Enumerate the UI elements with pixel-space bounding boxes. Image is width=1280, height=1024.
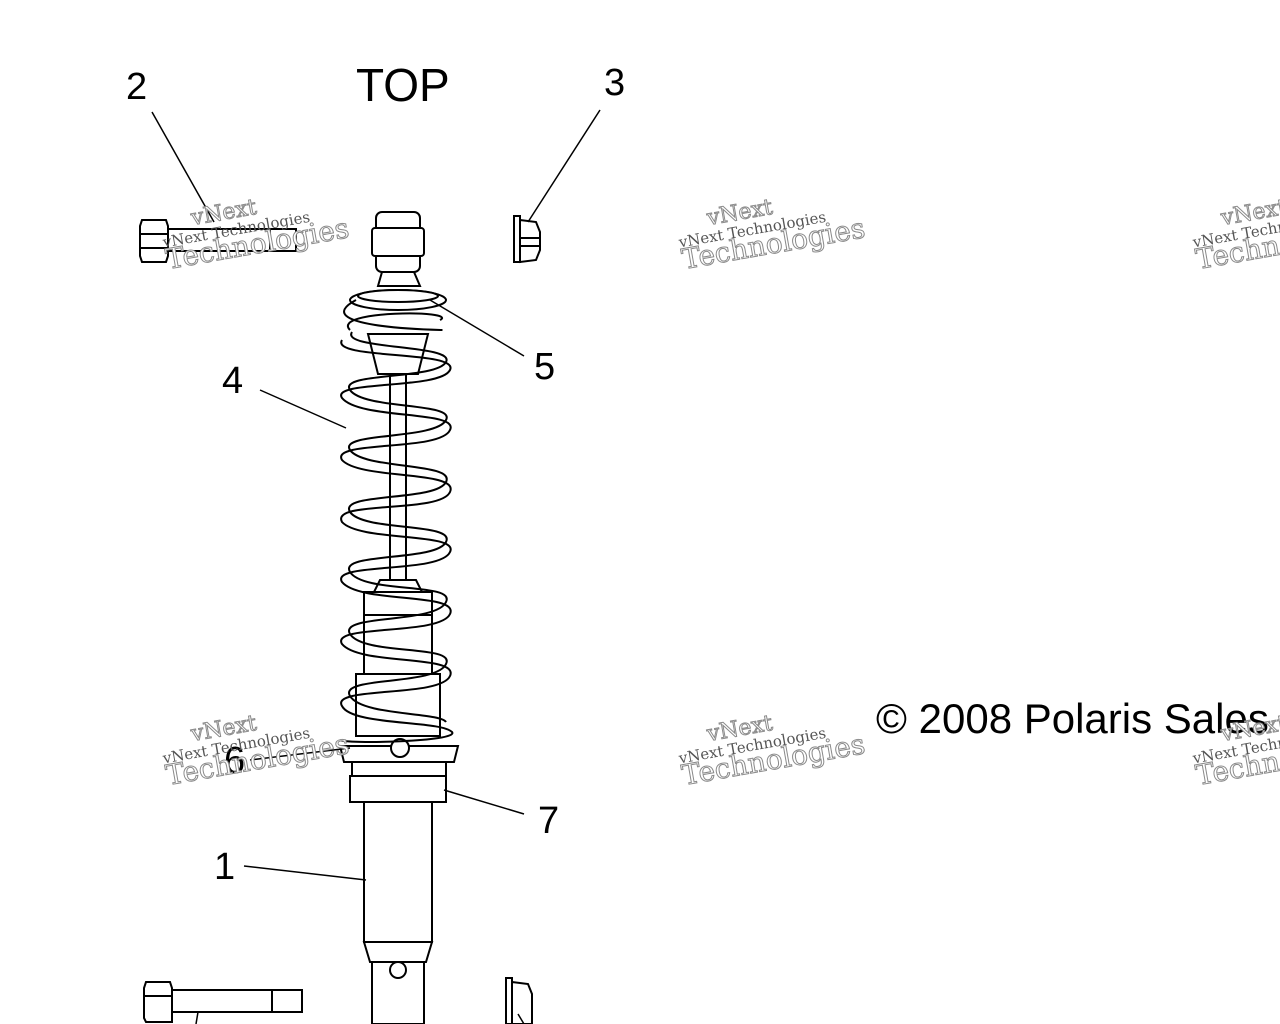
lower-tube (362, 801, 434, 1024)
leader-line-7 (443, 789, 525, 815)
leader-lines (151, 109, 601, 1024)
bottom-nut (505, 977, 533, 1024)
callout-2: 2 (126, 66, 148, 108)
leader-line-2 (151, 111, 215, 223)
copyright-notice: © 2008 Polaris Sales (876, 695, 1269, 742)
leader-line-bottom-bolt (195, 1011, 199, 1024)
leader-line-1 (243, 865, 367, 881)
coil-spring (339, 299, 454, 743)
callout-3: 3 (604, 62, 626, 104)
bottom-bolt (143, 981, 303, 1023)
callout-6: 6 (224, 740, 246, 782)
top-nut (513, 215, 541, 264)
callout-7: 7 (538, 800, 560, 842)
leader-line-bottom-nut (517, 1013, 525, 1024)
top-bolt (139, 219, 297, 263)
leader-line-6 (249, 747, 351, 761)
callout-1: 1 (214, 846, 236, 888)
callout-4: 4 (222, 360, 244, 402)
spring-retainer (349, 289, 447, 375)
leader-line-4 (259, 389, 347, 429)
adjuster-collar (338, 738, 460, 803)
leader-line-5 (429, 299, 525, 357)
callout-5: 5 (534, 346, 556, 388)
top-orientation-label: TOP (356, 59, 450, 111)
leader-line-3 (527, 109, 601, 223)
upper-eye-mount (371, 211, 425, 287)
